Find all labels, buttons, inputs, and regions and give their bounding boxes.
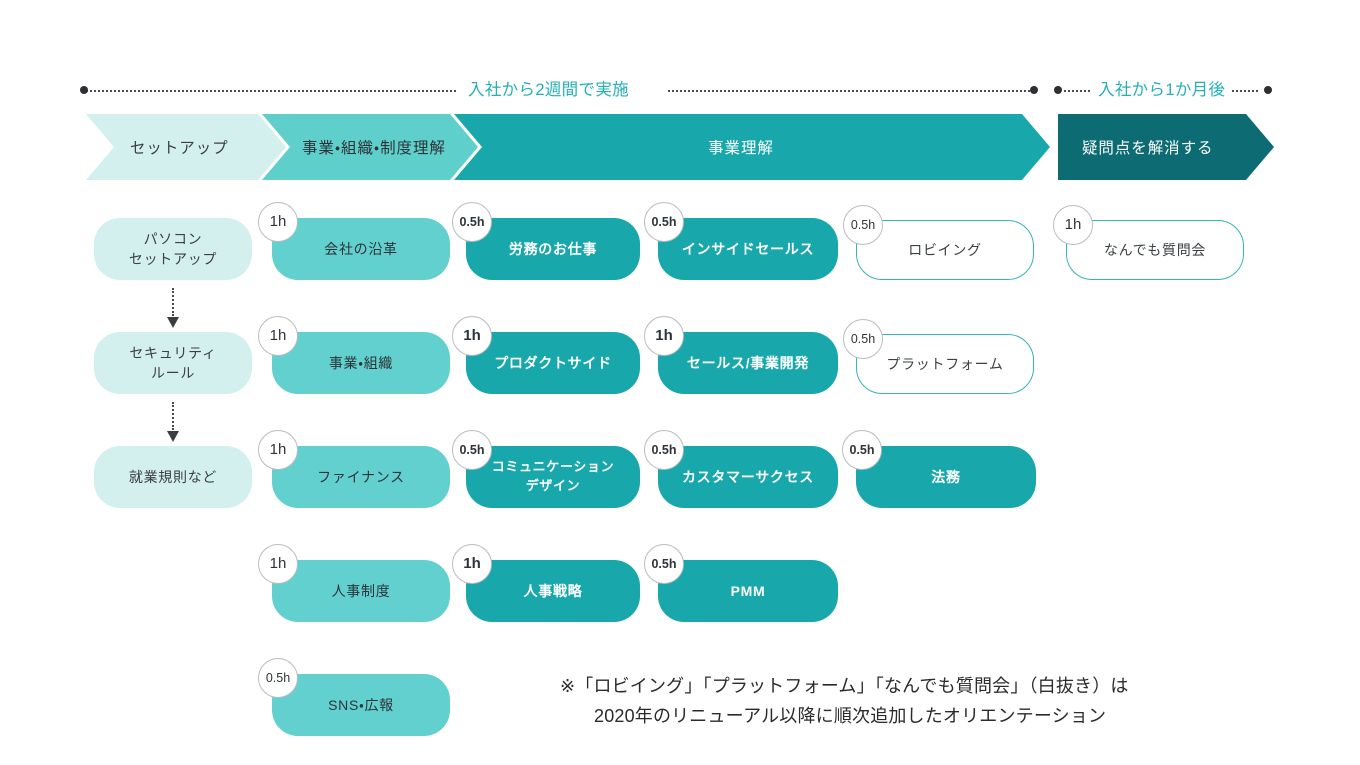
phase-label-setup: セットアップ — [130, 140, 229, 157]
phase-segment-setup: セットアップ — [86, 114, 286, 180]
card-hr-system[interactable]: 1h 人事制度 — [258, 544, 450, 622]
card-lobbying[interactable]: 0.5h ロビイング — [843, 205, 1034, 280]
card-label: パソコン セットアップ — [128, 230, 218, 267]
card-label: ファイナンス — [317, 468, 405, 485]
duration-badge: 0.5h — [644, 544, 684, 584]
card-finance[interactable]: 1h ファイナンス — [258, 430, 450, 508]
duration-badge: 0.5h — [452, 430, 492, 470]
phase-label-business: 事業理解 — [708, 140, 774, 157]
card-open-qa[interactable]: 1h なんでも質問会 — [1053, 205, 1244, 280]
duration-badge: 0.5h — [644, 202, 684, 242]
timeline-rail-left — [86, 90, 456, 94]
timeline-dot-mid-a — [1030, 86, 1038, 94]
duration-badge: 0.5h — [843, 319, 883, 359]
card-label: ロビイング — [908, 241, 982, 258]
duration-badge: 1h — [1053, 205, 1093, 245]
card-product-side[interactable]: 1h プロダクトサイド — [452, 316, 640, 394]
card-customer-success[interactable]: 0.5h カスタマーサクセス — [644, 430, 838, 508]
card-label: PMM — [730, 582, 766, 599]
card-label: セールス/事業開発 — [686, 354, 810, 371]
timeline-dot-start — [80, 86, 88, 94]
timeline-label-2: 入社から1か月後 — [1098, 81, 1226, 99]
card-company-history[interactable]: 1h 会社の沿革 — [258, 202, 450, 280]
card-communication-design[interactable]: 0.5h コミュニケーション デザイン — [452, 430, 640, 508]
duration-badge: 1h — [258, 316, 298, 356]
arrow-down-icon — [167, 317, 179, 328]
arrow-down-icon — [167, 431, 179, 442]
card-label: コミュニケーション デザイン — [491, 459, 615, 493]
duration-badge: 1h — [258, 202, 298, 242]
card-label: 人事戦略 — [523, 582, 583, 599]
footnote: ※「ロビイング」「プラットフォーム」「なんでも質問会」（白抜き）は 2020年の… — [560, 672, 1300, 731]
card-labor-work[interactable]: 0.5h 労務のお仕事 — [452, 202, 640, 280]
card-label: 事業・組織 — [328, 354, 394, 371]
card-label: インサイドセールス — [681, 240, 815, 257]
duration-badge: 0.5h — [644, 430, 684, 470]
card-label: 会社の沿革 — [324, 240, 398, 257]
card-label: プラットフォーム — [886, 355, 1004, 372]
duration-badge: 1h — [452, 316, 492, 356]
card-label: 労務のお仕事 — [508, 240, 598, 257]
timeline-rail-right — [668, 90, 1034, 94]
card-label: 人事制度 — [331, 582, 391, 599]
duration-badge: 0.5h — [452, 202, 492, 242]
card-setup-security[interactable]: セキュリティ ルール — [94, 332, 252, 394]
phase-segment-business: 事業理解 — [454, 114, 1050, 180]
timeline: 入社から2週間で実施 入社から1か月後 — [80, 78, 1280, 104]
timeline-rail-2-left — [1064, 90, 1090, 94]
card-legal[interactable]: 0.5h 法務 — [842, 430, 1036, 508]
phase-segment-org: 事業・組織・制度理解 — [262, 114, 478, 180]
card-label: カスタマーサクセス — [681, 468, 815, 485]
footnote-line-2: 2020年のリニューアル以降に順次追加したオリエンテーション — [594, 705, 1107, 726]
footnote-line-1: ※「ロビイング」「プラットフォーム」「なんでも質問会」（白抜き）は — [560, 676, 1129, 696]
card-label: セキュリティ ルール — [129, 344, 217, 381]
connector-setup-1 — [167, 288, 179, 328]
duration-badge: 0.5h — [842, 430, 882, 470]
card-label: 法務 — [931, 468, 961, 485]
timeline-label-1: 入社から2週間で実施 — [468, 81, 629, 99]
duration-badge: 1h — [258, 544, 298, 584]
duration-badge: 1h — [452, 544, 492, 584]
phase-banner: セットアップ 事業・組織・制度理解 事業理解 疑問点を解消する — [86, 114, 1274, 180]
phase-label-org: 事業・組織・制度理解 — [302, 140, 446, 157]
card-label: なんでも質問会 — [1103, 241, 1207, 258]
duration-badge: 0.5h — [258, 658, 298, 698]
card-platform[interactable]: 0.5h プラットフォーム — [843, 319, 1034, 394]
timeline-dot-mid-b — [1054, 86, 1062, 94]
card-inside-sales[interactable]: 0.5h インサイドセールス — [644, 202, 838, 280]
card-label: プロダクトサイド — [494, 354, 612, 371]
phase-label-questions: 疑問点を解消する — [1082, 140, 1214, 157]
card-sns-pr[interactable]: 0.5h SNS・広報 — [258, 658, 450, 736]
card-hr-strategy[interactable]: 1h 人事戦略 — [452, 544, 640, 622]
phase-segment-questions: 疑問点を解消する — [1058, 114, 1274, 180]
duration-badge: 0.5h — [843, 205, 883, 245]
duration-badge: 1h — [644, 316, 684, 356]
connector-setup-2 — [167, 402, 179, 442]
duration-badge: 1h — [258, 430, 298, 470]
card-label: SNS・広報 — [328, 696, 394, 713]
card-sales-bizdev[interactable]: 1h セールス/事業開発 — [644, 316, 838, 394]
card-pmm[interactable]: 0.5h PMM — [644, 544, 838, 622]
timeline-rail-2-right — [1232, 90, 1258, 94]
card-business-org[interactable]: 1h 事業・組織 — [258, 316, 450, 394]
card-label: 就業規則など — [128, 468, 218, 485]
timeline-dot-end — [1264, 86, 1272, 94]
card-setup-pc[interactable]: パソコン セットアップ — [94, 218, 252, 280]
card-setup-rules[interactable]: 就業規則など — [94, 446, 252, 508]
